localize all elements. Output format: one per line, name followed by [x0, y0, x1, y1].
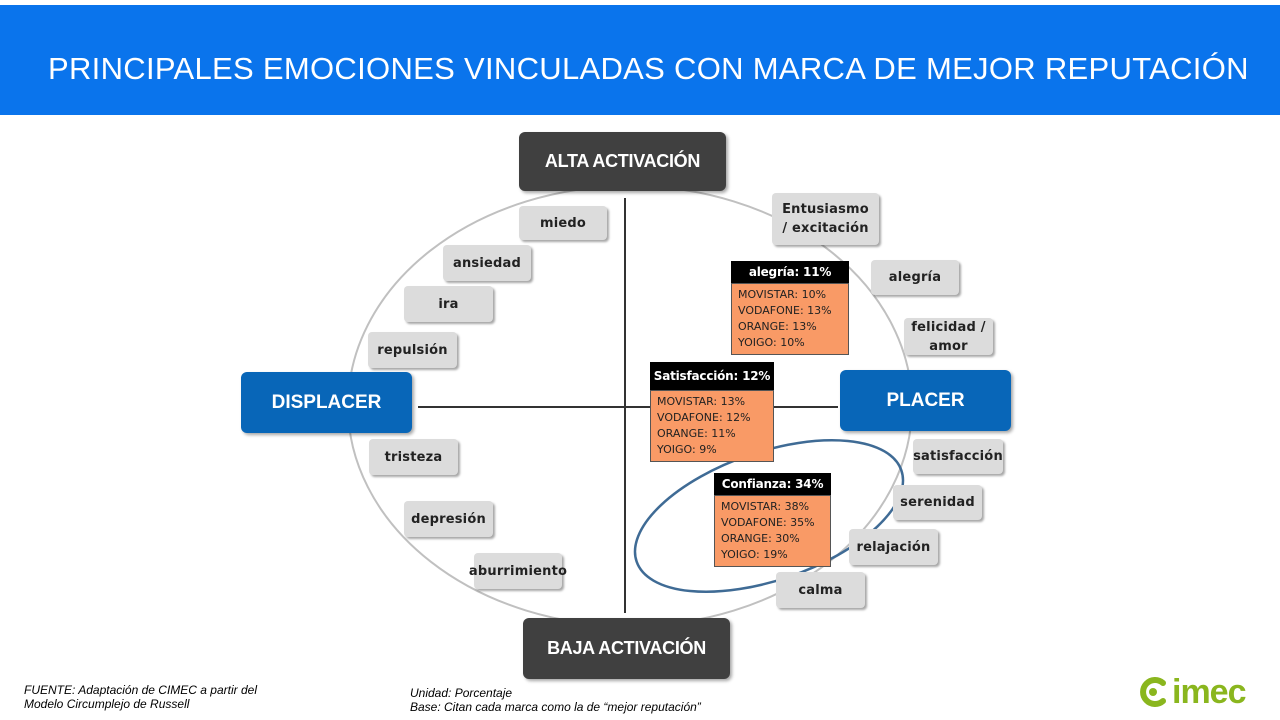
callout-confianza-values: MOVISTAR: 38% VODAFONE: 35% ORANGE: 30% … [714, 495, 831, 567]
cimec-logo-text: imec [1172, 672, 1246, 711]
emotion-miedo: miedo [519, 206, 607, 240]
footer-notes: Unidad: Porcentaje Base: Citan cada marc… [410, 686, 701, 714]
callout-satisfaccion-title: Satisfacción: 12% [650, 362, 774, 390]
callout-satisfaccion-values: MOVISTAR: 13% VODAFONE: 12% ORANGE: 11% … [650, 390, 774, 462]
cimec-logo-icon [1140, 677, 1166, 707]
callout-confianza: Confianza: 34% MOVISTAR: 38% VODAFONE: 3… [714, 473, 831, 567]
emotion-tristeza: tristeza [369, 439, 458, 475]
emotion-aburrimiento: aburrimiento [469, 553, 567, 589]
callout-alegria-orange: ORANGE: 13% [738, 320, 817, 333]
emotion-entusiasmo-line1: Entusiasmo [782, 202, 869, 217]
page-title: PRINCIPALES EMOCIONES VINCULADAS CON MAR… [48, 51, 1249, 86]
callout-satisfaccion-vodafone: VODAFONE: 12% [657, 411, 751, 424]
callout-satisfaccion-movistar: MOVISTAR: 13% [657, 395, 746, 408]
emotion-ira: ira [404, 286, 493, 322]
emotion-felicidad-line1: felicidad / [911, 319, 986, 335]
emotion-entusiasmo-line2: / excitación [782, 221, 869, 236]
footer-source: FUENTE: Adaptación de CIMEC a partir del… [24, 683, 257, 711]
callout-satisfaccion-yoigo: YOIGO: 9% [657, 443, 717, 456]
footer-unit: Unidad: Porcentaje [410, 686, 513, 700]
placer-label: PLACER [840, 370, 1011, 431]
callout-alegria-title: alegría: 11% [731, 261, 849, 283]
baja-activacion-label: BAJA ACTIVACIÓN [523, 618, 730, 679]
emotion-serenidad: serenidad [893, 485, 982, 520]
callout-confianza-movistar: MOVISTAR: 38% [721, 500, 810, 513]
callout-confianza-yoigo: YOIGO: 19% [721, 548, 788, 561]
footer-base: Base: Citan cada marca como la de “mejor… [410, 700, 701, 714]
emotion-felicidad-line2: amor [929, 338, 968, 354]
emotion-ansiedad: ansiedad [443, 245, 531, 281]
callout-satisfaccion-orange: ORANGE: 11% [657, 427, 736, 440]
cimec-logo: imec [1136, 672, 1256, 712]
alta-activacion-label: ALTA ACTIVACIÓN [519, 132, 726, 191]
callout-confianza-vodafone: VODAFONE: 35% [721, 516, 815, 529]
emotion-alegria: alegría [871, 260, 959, 295]
callout-alegria-vodafone: VODAFONE: 13% [738, 304, 832, 317]
emotion-repulsion: repulsión [368, 332, 457, 368]
footer-source-line2: Modelo Circumplejo de Russell [24, 697, 190, 711]
emotion-calma: calma [776, 572, 865, 608]
displacer-label: DISPLACER [241, 372, 412, 433]
emotion-depresion: depresión [404, 501, 493, 537]
emotion-felicidad: felicidad / amor [904, 318, 993, 355]
callout-alegria-values: MOVISTAR: 10% VODAFONE: 13% ORANGE: 13% … [731, 283, 849, 355]
callout-alegria-movistar: MOVISTAR: 10% [738, 288, 827, 301]
footer-source-line1: FUENTE: Adaptación de CIMEC a partir del [24, 683, 257, 697]
emotion-entusiasmo: Entusiasmo / excitación [772, 193, 879, 245]
emotion-satisfaccion: satisfacción [913, 439, 1003, 474]
callout-confianza-orange: ORANGE: 30% [721, 532, 800, 545]
header-bar: PRINCIPALES EMOCIONES VINCULADAS CON MAR… [0, 5, 1280, 115]
callout-confianza-title: Confianza: 34% [714, 473, 831, 495]
callout-alegria: alegría: 11% MOVISTAR: 10% VODAFONE: 13%… [731, 261, 849, 355]
callout-satisfaccion: Satisfacción: 12% MOVISTAR: 13% VODAFONE… [650, 362, 774, 462]
callout-alegria-yoigo: YOIGO: 10% [738, 336, 805, 349]
emotion-relajacion: relajación [849, 529, 938, 565]
